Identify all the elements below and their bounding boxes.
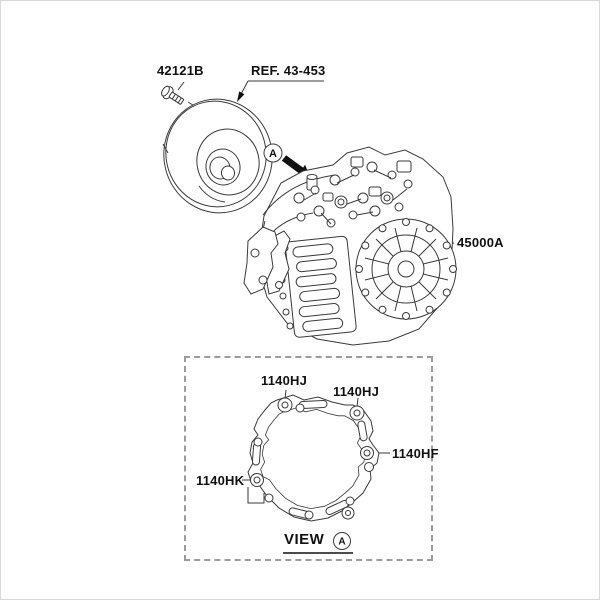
mounting-bracket: [243, 226, 291, 295]
view-caption: VIEW: [284, 531, 325, 548]
callout-assembly-45000A[interactable]: 45000A: [457, 235, 504, 250]
gasket-bolt-hk: [250, 473, 264, 487]
callout-bolt-42121B[interactable]: 42121B: [157, 63, 204, 78]
torque-converter-drawing: [162, 98, 273, 214]
end-cover: [355, 218, 457, 320]
callout-ref-43-453[interactable]: REF. 43-453: [251, 63, 326, 78]
view-caption-marker: A: [283, 532, 353, 554]
callout-1140HK[interactable]: 1140HK: [196, 473, 245, 488]
detail-view-frame: [184, 356, 433, 561]
view-caption-marker-letter: A: [338, 537, 345, 548]
gasket-bolt-hf: [360, 446, 374, 460]
callout-1140HJ-top-right[interactable]: 1140HJ: [333, 384, 380, 399]
gasket-view-drawing: [247, 394, 380, 522]
oil-pan: [284, 235, 357, 338]
view-marker-letter: A: [269, 148, 277, 160]
bolt-drawing: [161, 85, 184, 105]
callout-1140HF[interactable]: 1140HF: [392, 446, 439, 461]
transaxle-drawing: [243, 146, 457, 346]
top-detail: [293, 156, 413, 228]
ref-arrowhead: [237, 91, 245, 102]
callout-1140HJ-top-left[interactable]: 1140HJ: [261, 373, 308, 388]
gasket-bolt-hj-top-left: [277, 397, 293, 413]
gasket-bolt-hj-top-right: [349, 405, 365, 421]
